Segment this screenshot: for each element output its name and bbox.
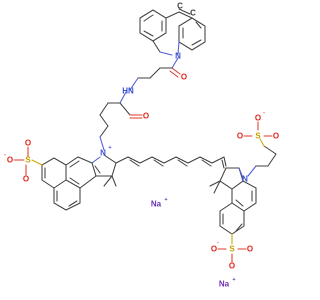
amide-oxygen-label: O	[143, 112, 149, 121]
sodium-counterion-2: Na +	[219, 277, 236, 289]
oxygen-label-ring-right-2: O	[247, 245, 253, 254]
oxygen-label-butyl-1: O	[255, 114, 261, 123]
alkyne-carbon-label-1: C	[177, 2, 183, 11]
sodium-counterion-1: Na +	[151, 197, 168, 209]
sulfonate-charge-butyl: -	[263, 110, 265, 116]
benzindolium-left	[41, 154, 117, 211]
sulfonate-left	[13, 146, 43, 176]
sulfur-label-ring-right: S	[229, 245, 235, 254]
amide-nh-label: HN	[122, 87, 134, 96]
sulfonate-ring-right	[217, 233, 247, 263]
oxygen-label-ring-right-3: O	[229, 262, 235, 271]
dbco-nitrogen-label: N	[175, 52, 181, 61]
indolium-charge-label: +	[108, 145, 111, 151]
polymethine-chain	[115, 156, 225, 167]
alkyne-bridge	[165, 8, 193, 19]
sulfobutyl-chain	[243, 121, 277, 177]
sodium-label-2: Na	[219, 280, 230, 289]
oxygen-label-ring-right-1: O	[211, 245, 217, 254]
indoline-nitrogen-label: N	[242, 175, 248, 184]
dbco-group	[137, 8, 206, 79]
hexanoyl-linker	[99, 77, 143, 151]
dbco-benzene-lower	[178, 17, 206, 51]
sulfur-label-butyl: S	[255, 132, 261, 141]
oxygen-label-butyl-3: O	[237, 132, 243, 141]
sodium-charge-1: +	[164, 197, 167, 203]
sulfonate-charge-ring-right: -	[217, 240, 219, 246]
sulfur-label-left: S	[25, 156, 31, 165]
oxygen-label-left-bottom: O	[23, 175, 29, 184]
oxygen-label-butyl-2: O	[273, 132, 279, 141]
sodium-charge-2: +	[232, 277, 235, 283]
oxygen-label-left-side: O	[7, 156, 13, 165]
oxygen-label-left-top: O	[25, 139, 31, 148]
dbco-benzene-upper	[139, 9, 167, 42]
indolium-nitrogen-label: N	[100, 149, 106, 158]
dbco-oxygen-label: O	[181, 73, 187, 82]
chemical-structure: C C N O HN O N + N S O O O - S O O O - S…	[4, 2, 279, 289]
alkyne-carbon-label-2: C	[190, 9, 196, 18]
sulfonate-charge-left: -	[4, 152, 6, 158]
benzindoline-right	[209, 156, 257, 235]
sodium-label-1: Na	[151, 200, 162, 209]
